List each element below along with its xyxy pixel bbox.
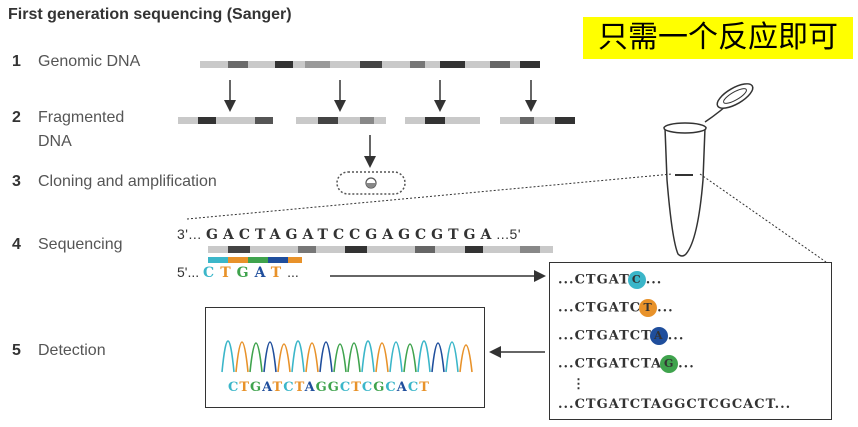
prime5-label: 5'... bbox=[177, 264, 200, 280]
template-bases: GACTAGATCCGAGCGTGA bbox=[206, 227, 497, 243]
template-sequence: 3'... GACTAGATCCGAGCGTGA...5' bbox=[177, 226, 521, 243]
chinese-banner: 只需一个反应即可 bbox=[583, 17, 853, 59]
fragment-tail: ... bbox=[667, 328, 685, 344]
primer-base: G bbox=[236, 265, 255, 281]
fragment-text: ...CTGAT bbox=[558, 272, 630, 288]
readout-base: C bbox=[385, 380, 397, 395]
readout-base: T bbox=[272, 380, 284, 395]
primer-bar bbox=[208, 257, 302, 263]
step-4: 4 Sequencing bbox=[12, 236, 123, 254]
readout-base: T bbox=[419, 380, 430, 395]
fragment-tail: ... bbox=[645, 272, 663, 288]
step-number: 1 bbox=[12, 53, 21, 70]
prime3-label: 3'... bbox=[177, 226, 202, 242]
step-3: 3 Cloning and amplification bbox=[12, 173, 217, 191]
fragment-text: ...CTGATCT bbox=[558, 328, 652, 344]
zoom-line bbox=[186, 173, 673, 220]
step-label: Genomic DNA bbox=[38, 53, 141, 70]
primer-bases: CTGAT bbox=[203, 265, 287, 281]
detection-box bbox=[205, 307, 485, 408]
sequence-readout: CTGATCTAGGCTCGCACT bbox=[228, 380, 430, 395]
terminator-dot: A bbox=[649, 327, 668, 345]
readout-base: A bbox=[304, 380, 316, 395]
step-5: 5 Detection bbox=[12, 342, 106, 360]
fragment-row: ⋮ bbox=[572, 377, 586, 392]
readout-base: T bbox=[239, 380, 251, 395]
primer-tail: ... bbox=[287, 264, 299, 280]
genomic-dna-bar bbox=[200, 61, 540, 68]
test-tube-icon bbox=[663, 83, 754, 257]
readout-base: C bbox=[283, 380, 295, 395]
step-number: 4 bbox=[12, 236, 21, 253]
fragment-text: ...CTGATCTAGGCTCGCACT... bbox=[558, 397, 792, 412]
readout-base: G bbox=[327, 380, 340, 395]
readout-base: T bbox=[294, 380, 305, 395]
readout-base: G bbox=[315, 380, 328, 395]
primer-base: T bbox=[220, 265, 237, 281]
fragment-text: ⋮ bbox=[572, 377, 586, 392]
end5-label: ...5' bbox=[496, 226, 522, 242]
primer-base: A bbox=[254, 265, 271, 281]
readout-base: A bbox=[262, 380, 273, 395]
step-1: 1 Genomic DNA bbox=[12, 53, 140, 71]
step-2-label-line2: DNA bbox=[38, 133, 72, 150]
readout-base: C bbox=[361, 380, 374, 395]
readout-base: G bbox=[373, 380, 386, 395]
step-2: 2 Fragmented bbox=[12, 109, 124, 127]
terminator-dot: C bbox=[627, 271, 646, 289]
template-strand-bar bbox=[208, 246, 553, 253]
fragment-text: ...CTGATC bbox=[558, 300, 642, 316]
step-number: 3 bbox=[12, 173, 21, 190]
page-title: First generation sequencing (Sanger) bbox=[8, 6, 292, 23]
step-label: Detection bbox=[38, 342, 106, 359]
fragment-tail: ... bbox=[657, 300, 674, 316]
readout-base: T bbox=[351, 380, 362, 395]
primer-base: C bbox=[203, 265, 221, 281]
primer-sequence: 5'... CTGAT... bbox=[177, 264, 299, 281]
step-label: Fragmented bbox=[38, 109, 125, 126]
fragment-text: ...CTGATCTA bbox=[558, 356, 663, 372]
step-number: 2 bbox=[12, 109, 21, 126]
step-number: 5 bbox=[12, 342, 21, 359]
terminator-dot: T bbox=[639, 299, 658, 317]
readout-base: G bbox=[250, 380, 263, 395]
step-label: Cloning and amplification bbox=[38, 173, 217, 190]
fragment-row: ...CTGATCTAGGCTCGCACT... bbox=[558, 397, 791, 412]
terminator-dot: G bbox=[660, 355, 679, 373]
fragment-bars bbox=[178, 117, 575, 124]
plasmid-icon bbox=[336, 171, 406, 195]
readout-base: C bbox=[228, 380, 240, 395]
step-label: Sequencing bbox=[38, 236, 123, 253]
chromatogram bbox=[221, 340, 473, 373]
fragment-tail: ... bbox=[678, 356, 695, 372]
readout-base: C bbox=[339, 380, 352, 395]
primer-base: T bbox=[270, 265, 288, 281]
readout-base: A bbox=[396, 380, 408, 395]
zoom-line bbox=[699, 173, 827, 263]
readout-base: C bbox=[407, 380, 420, 395]
